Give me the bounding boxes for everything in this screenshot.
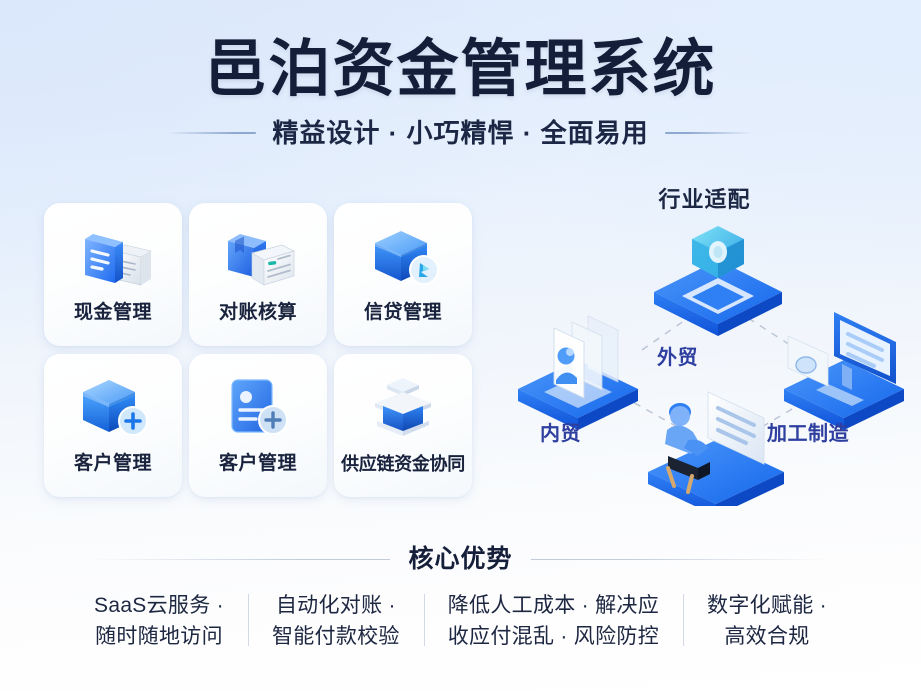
advantages-title: 核心优势	[408, 545, 513, 573]
diagram-title: 行业适配	[658, 187, 751, 212]
industry-adaptation-diagram: 行业适配	[492, 186, 917, 506]
feature-card-credit-management[interactable]: 信贷管理	[334, 203, 472, 346]
advantage-line-2: 随时随地访问	[95, 625, 223, 648]
diagram-node-top	[654, 226, 782, 336]
advantages-header: 核心优势	[0, 530, 921, 574]
core-advantages-section: 核心优势 SaaS云服务 · 随时随地访问 自动化对账 · 智能付款校验 降低人…	[0, 530, 921, 691]
diagram-graphic	[518, 226, 904, 506]
feature-card-label: 客户管理	[73, 453, 152, 474]
advantage-line-1: 数字化赋能 ·	[707, 594, 827, 617]
advantages-rule-right	[530, 558, 831, 560]
header: 邑泊资金管理系统 精益设计 · 小巧精悍 · 全面易用	[0, 34, 921, 148]
subtitle-rule-left	[168, 132, 257, 134]
advantage-item: 数字化赋能 · 高效合规	[683, 590, 851, 652]
advantage-item: 降低人工成本 · 解决应 收应付混乱 · 风险防控	[423, 590, 683, 652]
advantage-line-1: 自动化对账 ·	[275, 594, 396, 617]
advantage-line-2: 智能付款校验	[271, 625, 400, 648]
cube-plus-icon	[71, 368, 155, 446]
diagram-node-label-waimao: 外贸	[657, 347, 698, 369]
advantage-item: 自动化对账 · 智能付款校验	[247, 590, 424, 652]
diagram-node-bottom	[648, 391, 784, 506]
advantages-list: SaaS云服务 · 随时随地访问 自动化对账 · 智能付款校验 降低人工成本 ·…	[0, 590, 921, 652]
page-subtitle: 精益设计 · 小巧精悍 · 全面易用	[272, 118, 649, 148]
subtitle-row: 精益设计 · 小巧精悍 · 全面易用	[0, 118, 921, 148]
advantage-line-1: SaaS云服务 ·	[94, 594, 224, 617]
feature-card-supply-chain-finance[interactable]: 供应链资金协同	[334, 354, 472, 497]
feature-card-customer-management-card[interactable]: 客户管理	[189, 354, 327, 497]
binder-sheet-icon	[216, 217, 300, 295]
advantage-line-2: 收应付混乱 · 风险防控	[447, 625, 660, 648]
feature-card-customer-management-cube[interactable]: 客户管理	[44, 354, 182, 497]
feature-card-label: 对账核算	[218, 302, 297, 323]
advantage-line-2: 高效合规	[724, 625, 810, 648]
advantages-rule-left	[90, 558, 391, 560]
feature-card-label: 客户管理	[218, 453, 297, 474]
feature-card-grid: 现金管理	[44, 203, 484, 497]
document-stack-icon	[71, 217, 155, 295]
page-title: 邑泊资金管理系统	[204, 35, 717, 104]
id-card-plus-icon	[216, 368, 300, 446]
cube-badge-icon	[361, 217, 445, 295]
pedestal-icon	[361, 368, 445, 446]
advantage-item: SaaS云服务 · 随时随地访问	[70, 590, 248, 652]
diagram-node-label-jiagong: 加工制造	[767, 423, 849, 445]
diagram-node-left	[518, 315, 638, 430]
feature-card-label: 现金管理	[73, 302, 152, 323]
feature-card-cash-management[interactable]: 现金管理	[44, 203, 182, 346]
feature-card-reconciliation[interactable]: 对账核算	[189, 203, 327, 346]
subtitle-rule-right	[664, 132, 753, 134]
diagram-node-label-neimao: 内贸	[540, 423, 581, 445]
diagram-node-right	[784, 312, 904, 430]
feature-card-label: 供应链资金协同	[341, 454, 465, 474]
feature-card-label: 信贷管理	[363, 302, 442, 323]
advantage-line-1: 降低人工成本 · 解决应	[447, 594, 660, 617]
